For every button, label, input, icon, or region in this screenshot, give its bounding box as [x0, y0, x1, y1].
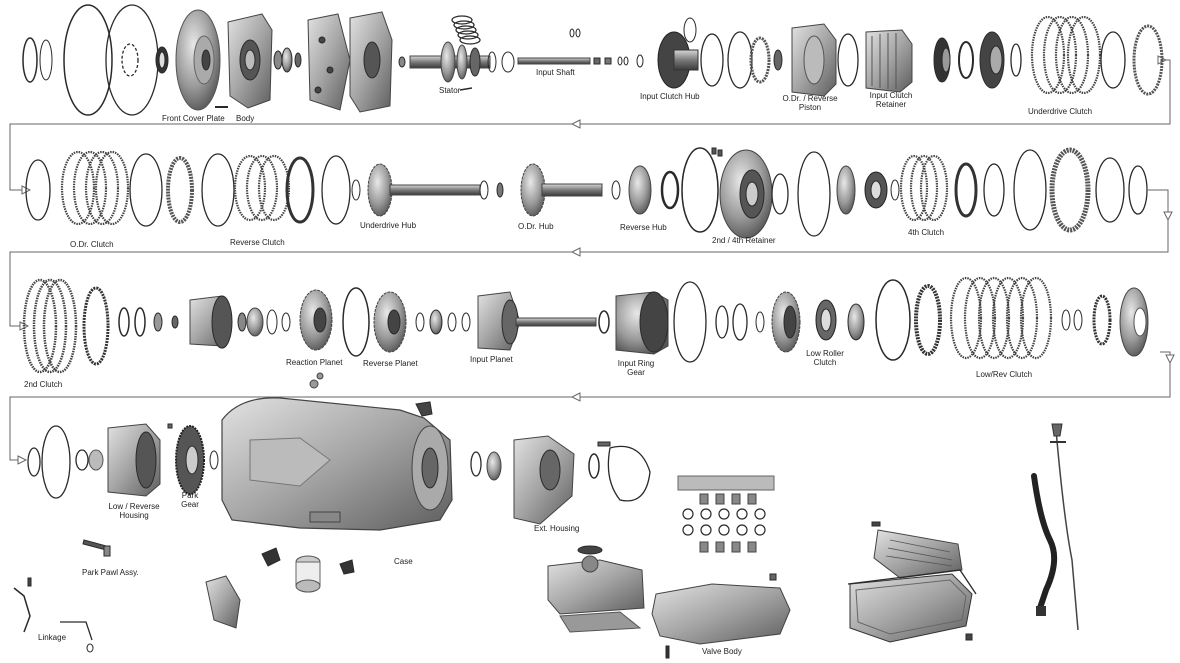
- label-odr-hub: O.Dr. Hub: [518, 222, 554, 231]
- dipstick-tube: [1031, 423, 1079, 631]
- label-input-ring-gear: Input Ring Gear: [617, 359, 655, 377]
- row-4-parts: [13, 372, 651, 653]
- row-3-parts: [22, 276, 1149, 374]
- label-stator: Stator: [439, 86, 461, 95]
- label-input-clutch-retainer: Input Clutch Retainer: [869, 91, 913, 109]
- label-ext-housing: Ext. Housing: [534, 524, 580, 533]
- valve-body-parts: [547, 475, 791, 659]
- label-odr-clutch: O.Dr. Clutch: [70, 240, 114, 249]
- label-linkage: Linkage: [38, 633, 67, 642]
- label-valve-body: Valve Body: [702, 647, 742, 656]
- label-input-planet: Input Planet: [470, 355, 513, 364]
- label-input-shaft: Input Shaft: [536, 68, 575, 77]
- oil-pan-parts: [847, 521, 977, 643]
- label-park-pawl-assy: Park Pawl Assy.: [82, 568, 139, 577]
- row-2-parts: [25, 147, 1148, 239]
- label-reverse-planet: Reverse Planet: [363, 359, 418, 368]
- label-park-gear: Park Gear: [181, 491, 199, 509]
- label-reverse-hub: Reverse Hub: [620, 223, 667, 232]
- label-body: Body: [236, 114, 255, 123]
- label-case: Case: [394, 557, 413, 566]
- label-fourth-clutch: 4th Clutch: [908, 228, 945, 237]
- label-front-cover-plate: Front Cover Plate: [162, 114, 225, 123]
- label-low-rev-clutch: Low/Rev Clutch: [976, 370, 1033, 379]
- label-underdrive-hub: Underdrive Hub: [360, 221, 417, 230]
- label-second-fourth-retainer: 2nd / 4th Retainer: [712, 236, 776, 245]
- label-input-clutch-hub: Input Clutch Hub: [640, 92, 700, 101]
- label-reaction-planet: Reaction Planet: [286, 358, 343, 367]
- label-underdrive-clutch: Underdrive Clutch: [1028, 107, 1093, 116]
- label-reverse-clutch: Reverse Clutch: [230, 238, 285, 247]
- label-low-roller-clutch: Low Roller Clutch: [806, 349, 844, 367]
- label-low-reverse-housing: Low / Reverse Housing: [108, 502, 160, 520]
- label-second-clutch: 2nd Clutch: [24, 380, 63, 389]
- flow-arrows: [9, 55, 1175, 465]
- label-odr-reverse-piston: O.Dr. / Reverse Piston: [782, 94, 838, 112]
- row-1-parts: [22, 4, 1164, 116]
